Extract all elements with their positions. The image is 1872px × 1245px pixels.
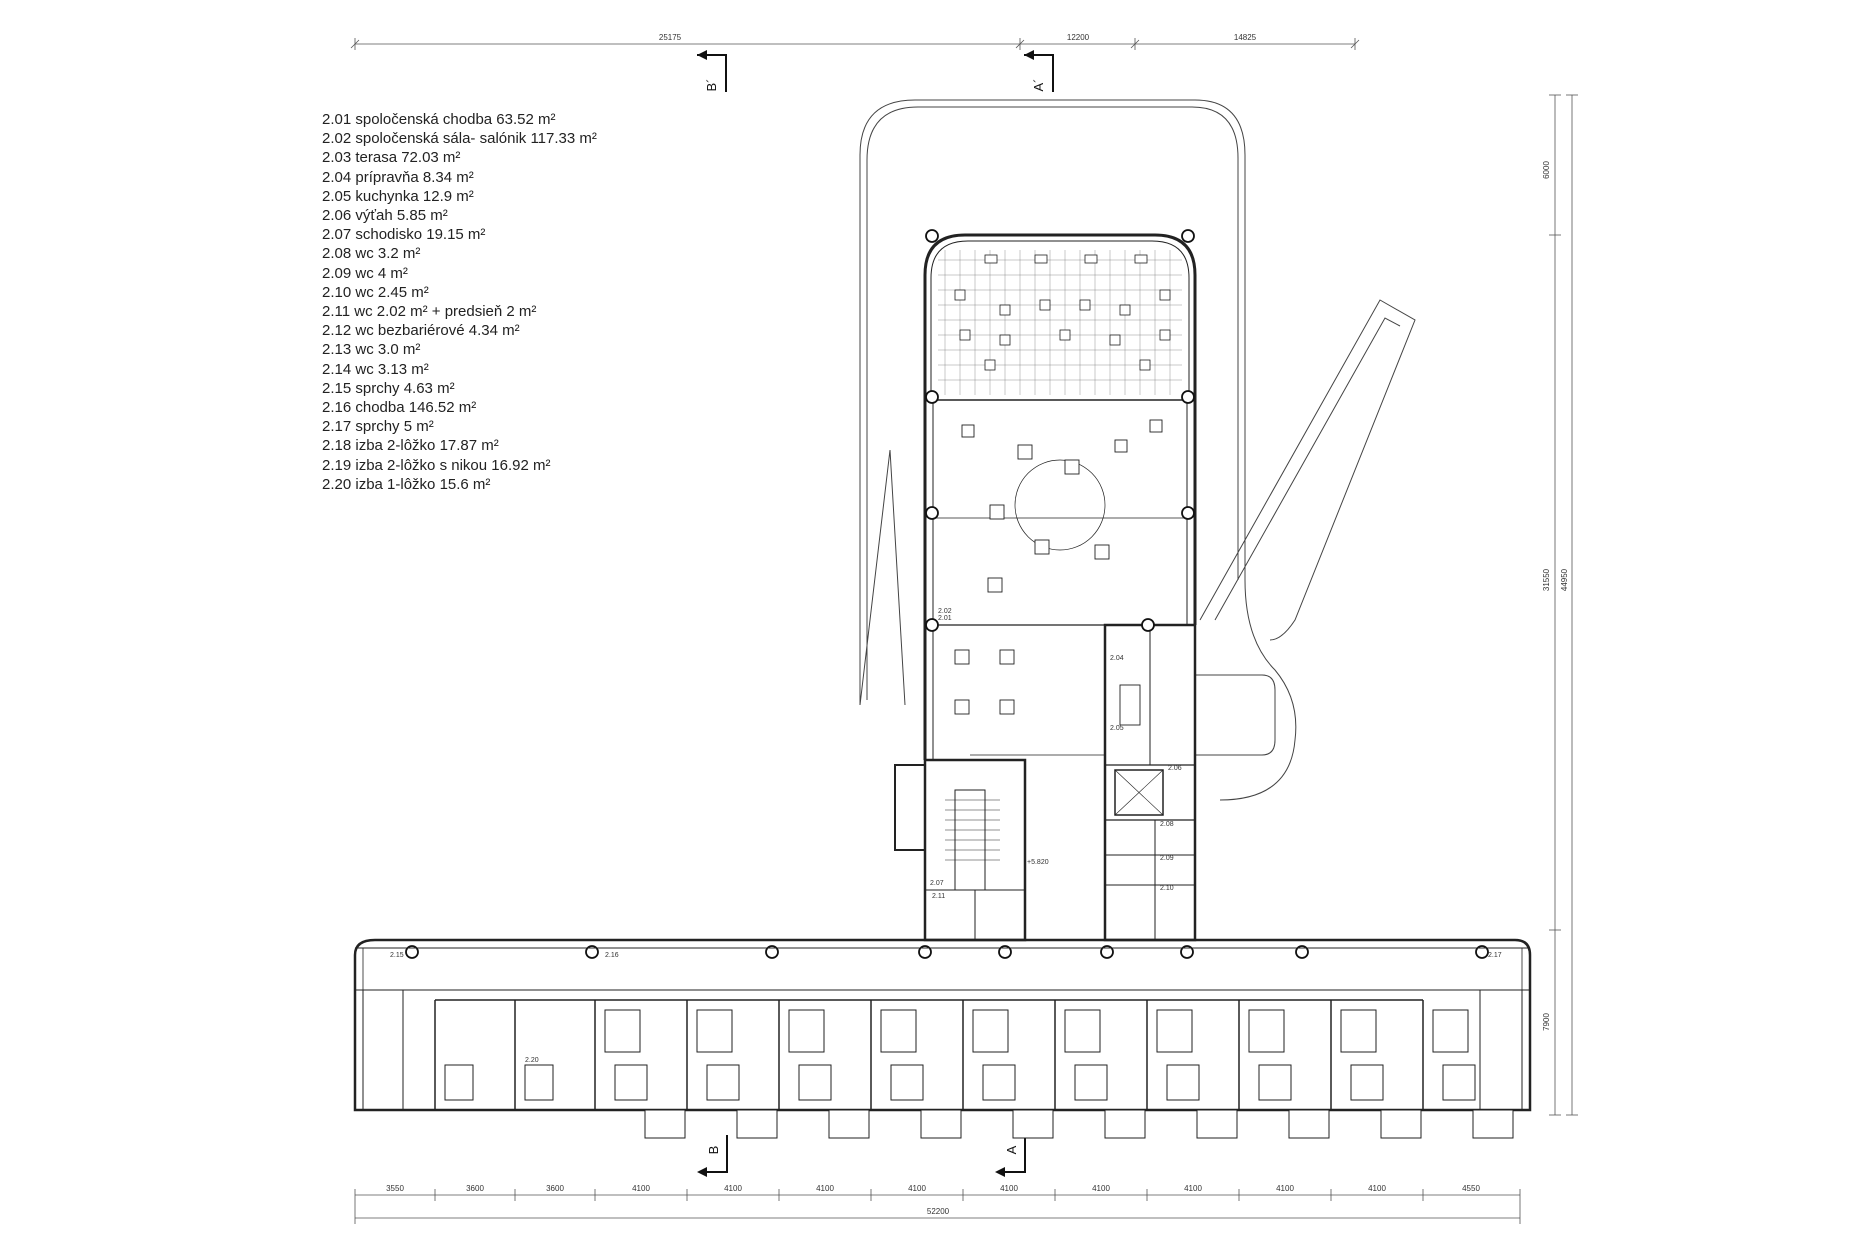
- section-markers: [697, 54, 1054, 1173]
- legend-item: 2.05 kuchynka 12.9 m²: [322, 187, 474, 205]
- label-2-04: 2.04: [1110, 655, 1124, 662]
- dim-bottom-6: 4100: [816, 1184, 834, 1193]
- legend-item: 2.06 výťah 5.85 m²: [322, 207, 448, 225]
- dim-bottom-5: 4100: [724, 1184, 742, 1193]
- legend-item: 2.02 spoločenská sála- salónik 117.33 m²: [322, 130, 597, 148]
- dim-top-2: 12200: [1067, 33, 1090, 42]
- legend-item: 2.13 wc 3.0 m²: [322, 341, 421, 359]
- dim-bottom-3: 3600: [546, 1184, 564, 1193]
- terrace-tables: [954, 254, 1171, 371]
- label-2-02: 2.02: [938, 608, 952, 615]
- dim-right-2: 31550: [1542, 568, 1551, 591]
- legend-item: 2.04 prípravňa 8.34 m²: [322, 168, 474, 186]
- dim-bottom-total: 52200: [927, 1207, 950, 1216]
- site-outline: [859, 99, 1416, 801]
- dim-bottom-9: 4100: [1092, 1184, 1110, 1193]
- section-b-bottom: B: [706, 1146, 721, 1155]
- bottom-dimension: [354, 1189, 1521, 1224]
- label-2-10: 2.10: [1160, 885, 1174, 892]
- label-2-09: 2.09: [1160, 855, 1174, 862]
- dim-bottom-12: 4100: [1368, 1184, 1386, 1193]
- hall-furniture: [954, 419, 1163, 726]
- label-2-01: 2.01: [938, 615, 952, 622]
- dim-right-3: 44950: [1560, 568, 1569, 591]
- legend-item: 2.08 wc 3.2 m²: [322, 245, 421, 263]
- dim-bottom-4: 4100: [632, 1184, 650, 1193]
- legend-item: 2.20 izba 1-lôžko 15.6 m²: [322, 475, 491, 493]
- label-2-05: 2.05: [1110, 725, 1124, 732]
- dim-right-1: 6000: [1542, 161, 1551, 179]
- section-a-top: A´: [1031, 79, 1046, 92]
- legend-item: 2.17 sprchy 5 m²: [322, 418, 434, 436]
- legend-item: 2.03 terasa 72.03 m²: [322, 149, 461, 167]
- legend-item: 2.11 wc 2.02 m² + predsieň 2 m²: [322, 303, 537, 321]
- level-marker: +5.820: [1027, 859, 1049, 866]
- label-2-11: 2.11: [932, 893, 945, 900]
- dim-bottom-10: 4100: [1184, 1184, 1202, 1193]
- legend-item: 2.10 wc 2.45 m²: [322, 283, 429, 301]
- label-2-16: 2.16: [605, 952, 619, 959]
- section-b-top: B´: [704, 79, 719, 92]
- terrace-grid: [938, 250, 1182, 395]
- label-2-15: 2.15: [390, 952, 404, 959]
- legend-item: 2.19 izba 2-lôžko s nikou 16.92 m²: [322, 456, 551, 474]
- label-2-08: 2.08: [1160, 821, 1174, 828]
- dim-right-4: 7900: [1542, 1013, 1551, 1031]
- label-2-06: 2.06: [1168, 765, 1182, 772]
- legend-item: 2.09 wc 4 m²: [322, 264, 408, 282]
- dim-bottom-1: 3550: [386, 1184, 404, 1193]
- dim-bottom-13: 4550: [1462, 1184, 1480, 1193]
- room-legend: 2.01 spoločenská chodba 63.52 m² 2.02 sp…: [322, 110, 597, 494]
- balconies: [644, 1109, 1514, 1139]
- section-a-bottom: A: [1004, 1145, 1019, 1154]
- label-2-07: 2.07: [930, 880, 944, 887]
- legend-item: 2.18 izba 2-lôžko 17.87 m²: [322, 437, 499, 455]
- central-wing: [894, 233, 1197, 942]
- legend-item: 2.07 schodisko 19.15 m²: [322, 226, 486, 244]
- dim-bottom-7: 4100: [908, 1184, 926, 1193]
- legend-item: 2.15 sprchy 4.63 m²: [322, 379, 455, 397]
- top-dimension: [350, 38, 1360, 50]
- legend-item: 2.01 spoločenská chodba 63.52 m²: [322, 111, 556, 128]
- legend-item: 2.14 wc 3.13 m²: [322, 360, 429, 378]
- dim-top-3: 14825: [1234, 33, 1257, 42]
- label-2-17: 2.17: [1488, 952, 1502, 959]
- dim-top-1: 25175: [659, 33, 682, 42]
- bedroom-wing: [353, 938, 1532, 1112]
- legend-item: 2.16 chodba 146.52 m²: [322, 399, 477, 417]
- dim-bottom-2: 3600: [466, 1184, 484, 1193]
- structural-columns: [405, 229, 1489, 959]
- label-2-20: 2.20: [525, 1057, 539, 1064]
- legend-item: 2.12 wc bezbariérové 4.34 m²: [322, 322, 520, 340]
- right-dimension: [1549, 94, 1578, 1116]
- section-arrowheads: [697, 50, 1034, 1177]
- dim-bottom-8: 4100: [1000, 1184, 1018, 1193]
- dim-bottom-11: 4100: [1276, 1184, 1294, 1193]
